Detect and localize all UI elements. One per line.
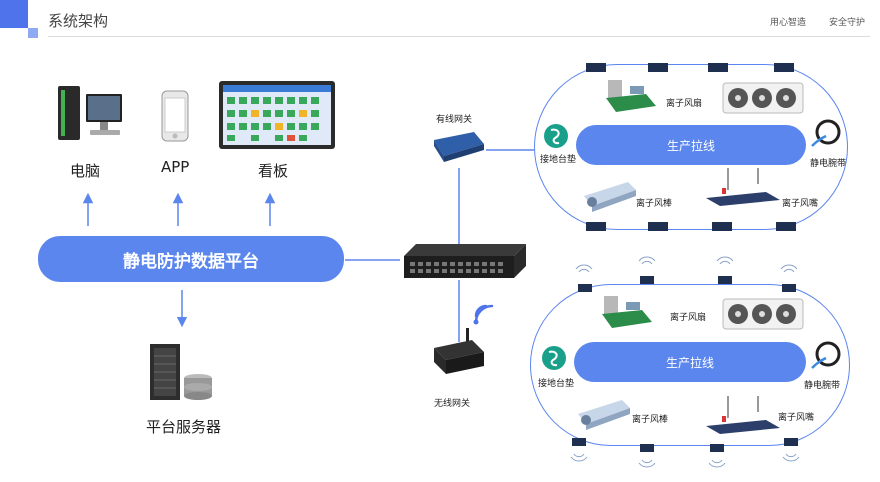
line-2-wrist-strap-label: 静电腕带 — [804, 381, 841, 391]
line-2-ion-nozzle-label: 离子风嘴 — [778, 413, 815, 423]
ion-fan-icon-2 — [722, 298, 804, 330]
app-label: APP — [161, 158, 190, 176]
line-1-center-pill: 生产拉线 — [576, 125, 806, 165]
server-rack-icon — [150, 344, 212, 400]
ion-bar-icon-2 — [578, 400, 630, 430]
nav-link-craft[interactable]: 用心智造 — [770, 18, 807, 28]
header-divider — [48, 36, 870, 37]
wireless-gateway-label: 无线网关 — [434, 399, 471, 409]
board-label: 看板 — [258, 162, 289, 180]
ground-mat-icon-2 — [542, 346, 566, 370]
line-2-ion-bar-label: 离子风棒 — [632, 415, 669, 425]
wired-gateway-label: 有线网关 — [436, 115, 473, 125]
ion-fan-small-icon-2 — [602, 296, 652, 328]
computer-icon — [58, 86, 122, 140]
ion-fan-icon — [722, 82, 804, 114]
line-1-ion-nozzle-label: 离子风嘴 — [782, 199, 819, 209]
line-1-ion-bar-label: 离子风棒 — [636, 199, 673, 209]
phone-icon — [161, 90, 189, 142]
line-2-ion-fan-label: 离子风扇 — [670, 313, 707, 323]
production-line-2-loop — [530, 284, 850, 446]
ion-nozzle-icon — [706, 168, 780, 206]
ion-bar-icon — [584, 182, 636, 212]
wifi-signal-icon — [473, 304, 494, 325]
ground-mat-icon — [544, 124, 568, 148]
line-2-center-label: 生产拉线 — [665, 355, 714, 370]
dashboard-board-icon — [219, 81, 335, 149]
nav-link-safety[interactable]: 安全守护 — [829, 18, 866, 28]
wrist-strap-icon-2 — [811, 341, 841, 369]
wrist-strap-icon — [811, 119, 841, 147]
ion-nozzle-icon-2 — [706, 396, 780, 434]
platform-pill: 静电防护数据平台 — [38, 236, 344, 282]
line-1-ion-fan-label: 离子风扇 — [666, 99, 703, 109]
production-line-1-loop — [534, 64, 848, 230]
computer-label: 电脑 — [70, 162, 101, 180]
line-1-ground-mat-label: 接地台垫 — [540, 155, 577, 165]
page-title: 系统架构 — [48, 12, 109, 30]
network-switch-icon — [404, 244, 526, 278]
logo-square — [0, 0, 28, 28]
line-2-center-pill: 生产拉线 — [574, 342, 806, 382]
line-2-ground-mat-label: 接地台垫 — [538, 379, 575, 389]
logo-square-small — [28, 28, 38, 38]
line-1-center-label: 生产拉线 — [666, 138, 715, 153]
wired-gateway-icon — [434, 132, 484, 162]
server-label: 平台服务器 — [146, 418, 222, 436]
ion-fan-small-icon — [606, 80, 656, 112]
platform-label: 静电防护数据平台 — [123, 251, 259, 272]
wireless-gateway-icon — [434, 328, 484, 374]
line-1-wrist-strap-label: 静电腕带 — [810, 159, 847, 169]
